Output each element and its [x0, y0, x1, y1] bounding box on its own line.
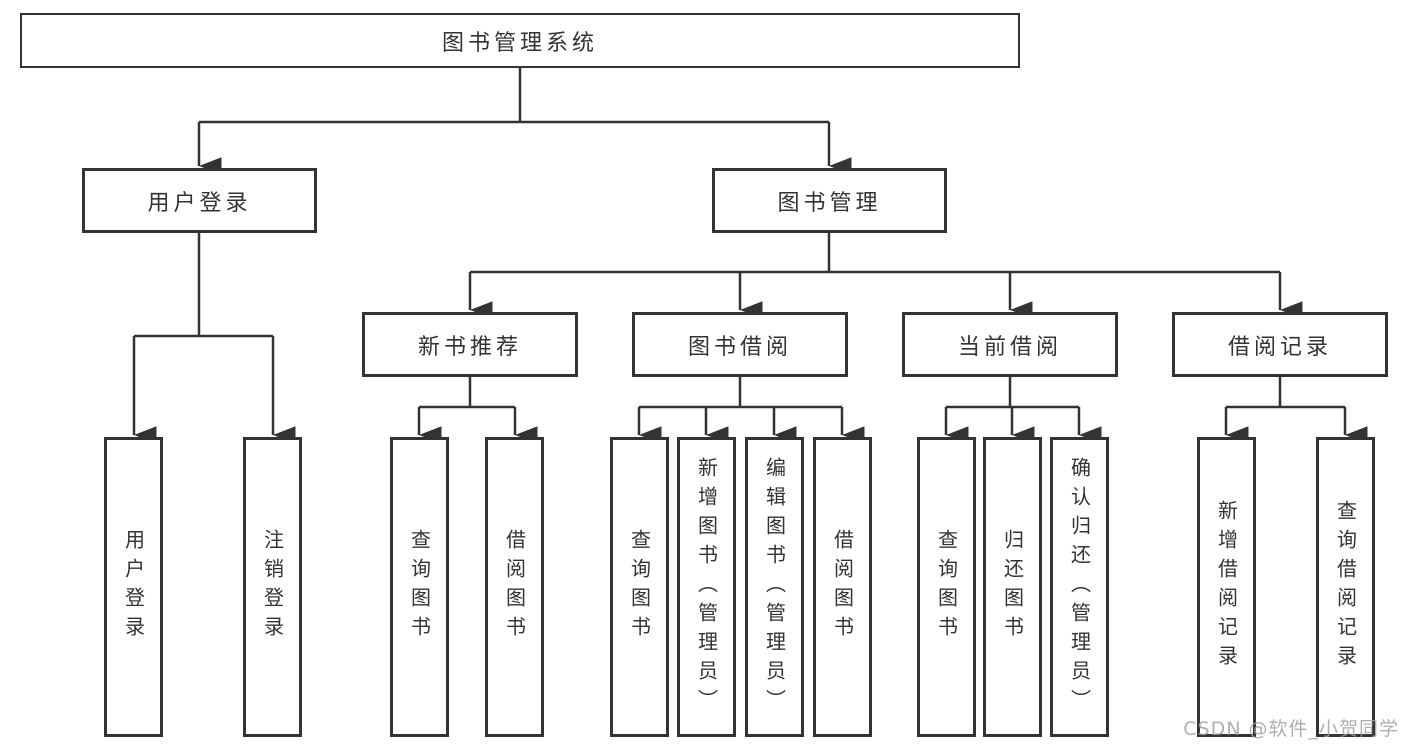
- leaf-edit-book-admin-label: 编辑图书（管理员）: [762, 456, 787, 718]
- leaf-add-book-admin: 新增图书（管理员）: [677, 437, 736, 737]
- connector-book-management-split: [470, 233, 1280, 274]
- node-new-book-recommendation-label: 新书推荐: [417, 334, 522, 360]
- node-current-borrowing: 当前借阅: [902, 312, 1118, 377]
- leaf-current-query-books-label: 查询图书: [934, 529, 959, 645]
- node-borrowing-records-label: 借阅记录: [1227, 334, 1332, 360]
- leaf-confirm-return-admin-label: 确认归还（管理员）: [1067, 456, 1092, 718]
- csdn-watermark: CSDN @软件_小贺同学: [1183, 718, 1399, 740]
- leaf-return-books-label: 归还图书: [1000, 529, 1025, 645]
- leaf-query-borrow-record-label: 查询借阅记录: [1333, 500, 1358, 674]
- leaf-newbook-borrow-books: 借阅图书: [485, 437, 544, 737]
- leaf-newbook-query-books: 查询图书: [390, 437, 449, 737]
- node-current-borrowing-label: 当前借阅: [957, 334, 1062, 360]
- leaf-query-borrow-record: 查询借阅记录: [1316, 437, 1375, 737]
- leaf-confirm-return-admin: 确认归还（管理员）: [1050, 437, 1109, 737]
- leaf-edit-book-admin: 编辑图书（管理员）: [745, 437, 804, 737]
- connector-user-login-split: [134, 233, 273, 338]
- leaf-add-borrow-record: 新增借阅记录: [1197, 437, 1256, 737]
- node-book-management: 图书管理: [712, 168, 947, 233]
- leaf-newbook-borrow-books-label: 借阅图书: [502, 529, 527, 645]
- leaf-newbook-query-books-label: 查询图书: [407, 529, 432, 645]
- leaf-add-borrow-record-label: 新增借阅记录: [1214, 500, 1239, 674]
- leaf-current-query-books: 查询图书: [917, 437, 976, 737]
- node-borrowing-records: 借阅记录: [1172, 312, 1388, 377]
- leaf-borrowing-query-books-label: 查询图书: [627, 529, 652, 645]
- node-user-login-label: 用户登录: [147, 190, 252, 216]
- connector-book-borrowing-split: [639, 377, 842, 409]
- leaf-borrowing-query-books: 查询图书: [610, 437, 669, 737]
- leaf-borrowing-borrow-books-label: 借阅图书: [830, 529, 855, 645]
- connectors-group: [132, 68, 1368, 444]
- leaf-user-login: 用户登录: [104, 437, 163, 737]
- leaf-add-book-admin-label: 新增图书（管理员）: [694, 456, 719, 718]
- leaf-borrowing-borrow-books: 借阅图书: [813, 437, 872, 737]
- connector-borrow-records-split: [1226, 377, 1345, 409]
- connector-new-book-split: [419, 377, 515, 409]
- node-new-book-recommendation: 新书推荐: [362, 312, 578, 377]
- leaf-logout: 注销登录: [243, 437, 302, 737]
- node-user-login: 用户登录: [82, 168, 317, 233]
- leaf-logout-label: 注销登录: [260, 529, 285, 645]
- node-book-management-label: 图书管理: [777, 190, 882, 216]
- connector-current-borrowing-split: [946, 377, 1079, 409]
- leaf-return-books: 归还图书: [983, 437, 1042, 737]
- node-library-management-system-label: 图书管理系统: [441, 30, 598, 56]
- node-library-management-system: 图书管理系统: [20, 13, 1020, 68]
- connector-root-split: [199, 68, 829, 124]
- node-book-borrowing: 图书借阅: [632, 312, 848, 377]
- node-book-borrowing-label: 图书借阅: [687, 334, 792, 360]
- leaf-user-login-label: 用户登录: [121, 529, 146, 645]
